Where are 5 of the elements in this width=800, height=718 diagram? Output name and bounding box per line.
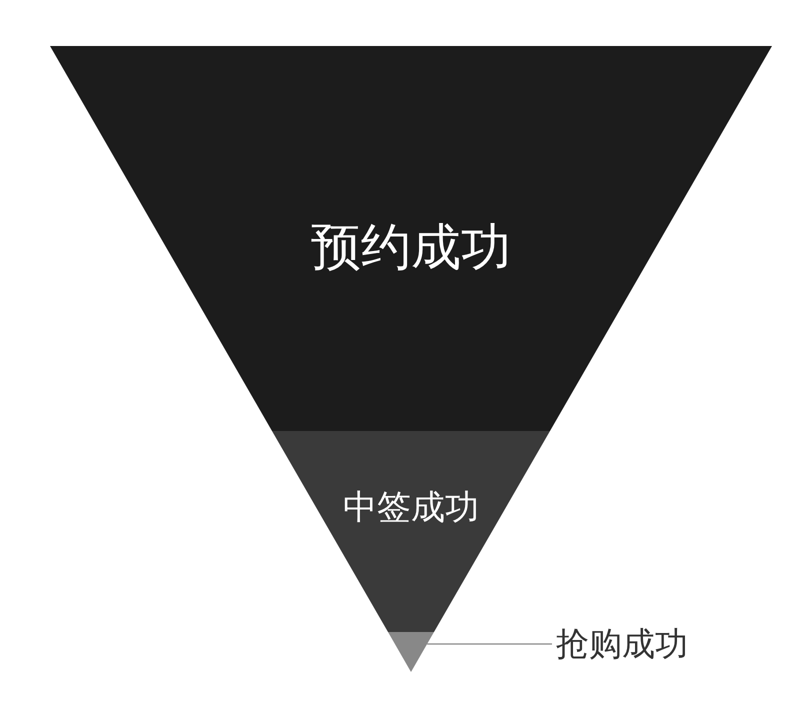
stage-label: 预约成功 bbox=[311, 217, 511, 277]
funnel-stage bbox=[50, 46, 772, 431]
leader-line bbox=[427, 643, 552, 645]
stage-label: 抢购成功 bbox=[556, 624, 688, 664]
stage-label: 中签成功 bbox=[343, 488, 479, 528]
